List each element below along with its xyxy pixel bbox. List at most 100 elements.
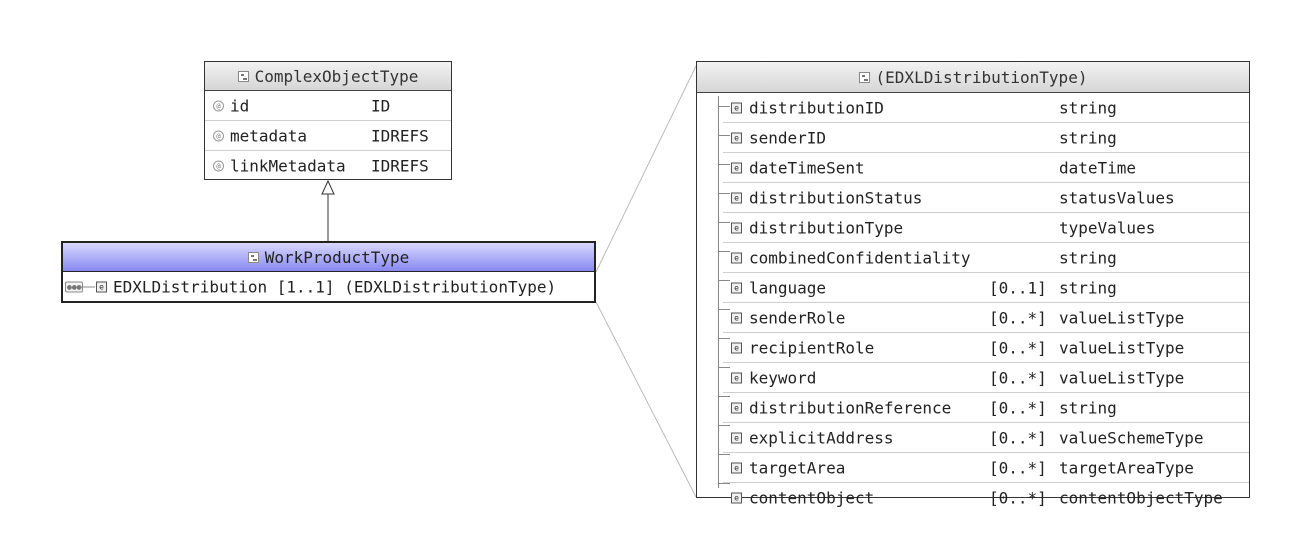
element-row-keyword[interactable]: e keyword [0..*] valueListType: [723, 363, 1249, 393]
element-name: recipientRole: [749, 338, 875, 357]
element-type: string: [1059, 398, 1117, 417]
tree-branch-line: [718, 483, 730, 484]
element-icon: e: [731, 132, 742, 143]
type-reference-line: [595, 65, 697, 273]
tree-trunk-line: [718, 96, 719, 488]
attribute-name: linkMetadata: [230, 156, 346, 175]
element-name: senderID: [749, 128, 827, 147]
element-icon: e: [731, 282, 742, 293]
complex-object-type-title: ComplexObjectType: [254, 66, 419, 86]
element-type: dateTime: [1059, 158, 1137, 177]
element-icon: e: [731, 342, 742, 353]
type-reference-line-lower: [595, 301, 697, 498]
element-type: valueSchemeType: [1059, 428, 1204, 447]
edxl-distribution-type-header: (EDXLDistributionType): [697, 62, 1249, 93]
element-type: statusValues: [1059, 188, 1175, 207]
attribute-icon: @: [213, 130, 224, 141]
work-product-type-title: WorkProductType: [264, 247, 410, 267]
element-row-distributionstatus[interactable]: e distributionStatus statusValues: [723, 183, 1249, 213]
tree-connector: [79, 286, 95, 288]
element-name: contentObject: [749, 488, 875, 507]
attribute-name: metadata: [230, 126, 308, 145]
element-ref-icon: e: [96, 281, 107, 293]
tree-branch-line: [718, 280, 730, 281]
type-icon: [247, 251, 259, 263]
tree-branch-line: [718, 367, 730, 368]
element-icon: e: [731, 312, 742, 323]
element-name: keyword: [749, 368, 817, 387]
element-multiplicity: [0..*]: [989, 368, 1047, 387]
type-icon: [858, 71, 870, 83]
element-type: string: [1059, 248, 1117, 267]
element-type: valueListType: [1059, 338, 1185, 357]
element-type: string: [1059, 278, 1117, 297]
tree-branch-line: [718, 454, 730, 455]
attribute-icon: @: [213, 100, 224, 111]
attribute-row-metadata[interactable]: @ metadata IDREFS: [205, 121, 451, 151]
element-multiplicity: [0..*]: [989, 488, 1047, 507]
attribute-row-linkmetadata[interactable]: @ linkMetadata IDREFS: [205, 151, 451, 180]
tree-branch-line: [718, 251, 730, 252]
element-multiplicity: [0..*]: [989, 308, 1047, 327]
element-type: typeValues: [1059, 218, 1156, 237]
element-icon: e: [731, 192, 742, 203]
element-name: distributionID: [749, 98, 884, 117]
tree-branch-line: [718, 396, 730, 397]
element-icon: e: [731, 222, 742, 233]
tree-branch-line: [718, 425, 730, 426]
element-type: valueListType: [1059, 308, 1185, 327]
element-name: language: [749, 278, 827, 297]
element-row-distributiontype[interactable]: e distributionType typeValues: [723, 213, 1249, 243]
complex-object-type-box[interactable]: ComplexObjectType @ id ID @ metadata IDR…: [204, 61, 452, 180]
element-type: contentObjectType: [1059, 488, 1223, 507]
attribute-type: IDREFS: [371, 126, 429, 145]
attribute-row-id[interactable]: @ id ID: [205, 91, 451, 121]
edxl-distribution-type-title: (EDXLDistributionType): [875, 67, 1088, 87]
work-product-type-box[interactable]: WorkProductType ●●● e EDXLDistribution […: [61, 241, 596, 303]
element-row-recipientrole[interactable]: e recipientRole [0..*] valueListType: [723, 333, 1249, 363]
element-row-contentobject[interactable]: e contentObject [0..*] contentObjectType: [723, 483, 1249, 512]
work-product-type-header: WorkProductType: [63, 243, 594, 272]
element-row-senderrole[interactable]: e senderRole [0..*] valueListType: [723, 303, 1249, 333]
inheritance-arrowhead: [321, 179, 335, 195]
element-icon: e: [731, 162, 742, 173]
tree-branch-line: [718, 309, 730, 310]
element-type: targetAreaType: [1059, 458, 1194, 477]
attribute-list: @ id ID @ metadata IDREFS @ linkMetadata…: [205, 91, 451, 180]
element-name: senderRole: [749, 308, 846, 327]
element-name: distributionReference: [749, 398, 952, 417]
element-label: EDXLDistribution [1..1] (EDXLDistributio…: [113, 277, 557, 297]
element-name: distributionStatus: [749, 188, 923, 207]
attribute-name: id: [230, 96, 250, 115]
attribute-type: ID: [371, 96, 391, 115]
attribute-icon: @: [213, 160, 224, 171]
complex-object-type-header: ComplexObjectType: [205, 62, 451, 91]
element-multiplicity: [0..*]: [989, 398, 1047, 417]
element-multiplicity: [0..1]: [989, 278, 1047, 297]
element-multiplicity: [0..*]: [989, 338, 1047, 357]
element-name: explicitAddress: [749, 428, 894, 447]
type-icon: [237, 70, 249, 82]
element-row-language[interactable]: e language [0..1] string: [723, 273, 1249, 303]
element-name: combinedConfidentiality: [749, 248, 971, 267]
element-icon: e: [731, 492, 742, 503]
tree-branch-line: [718, 164, 730, 165]
element-type: valueListType: [1059, 368, 1185, 387]
tree-branch-line: [718, 135, 730, 136]
element-name: distributionType: [749, 218, 904, 237]
element-row-edxl-distribution[interactable]: ●●● e EDXLDistribution [1..1] (EDXLDistr…: [63, 272, 594, 302]
element-icon: e: [731, 462, 742, 473]
element-icon: e: [731, 372, 742, 383]
tree-branch-line: [718, 222, 730, 223]
tree-branch-line: [718, 106, 730, 107]
tree-branch-line: [718, 193, 730, 194]
